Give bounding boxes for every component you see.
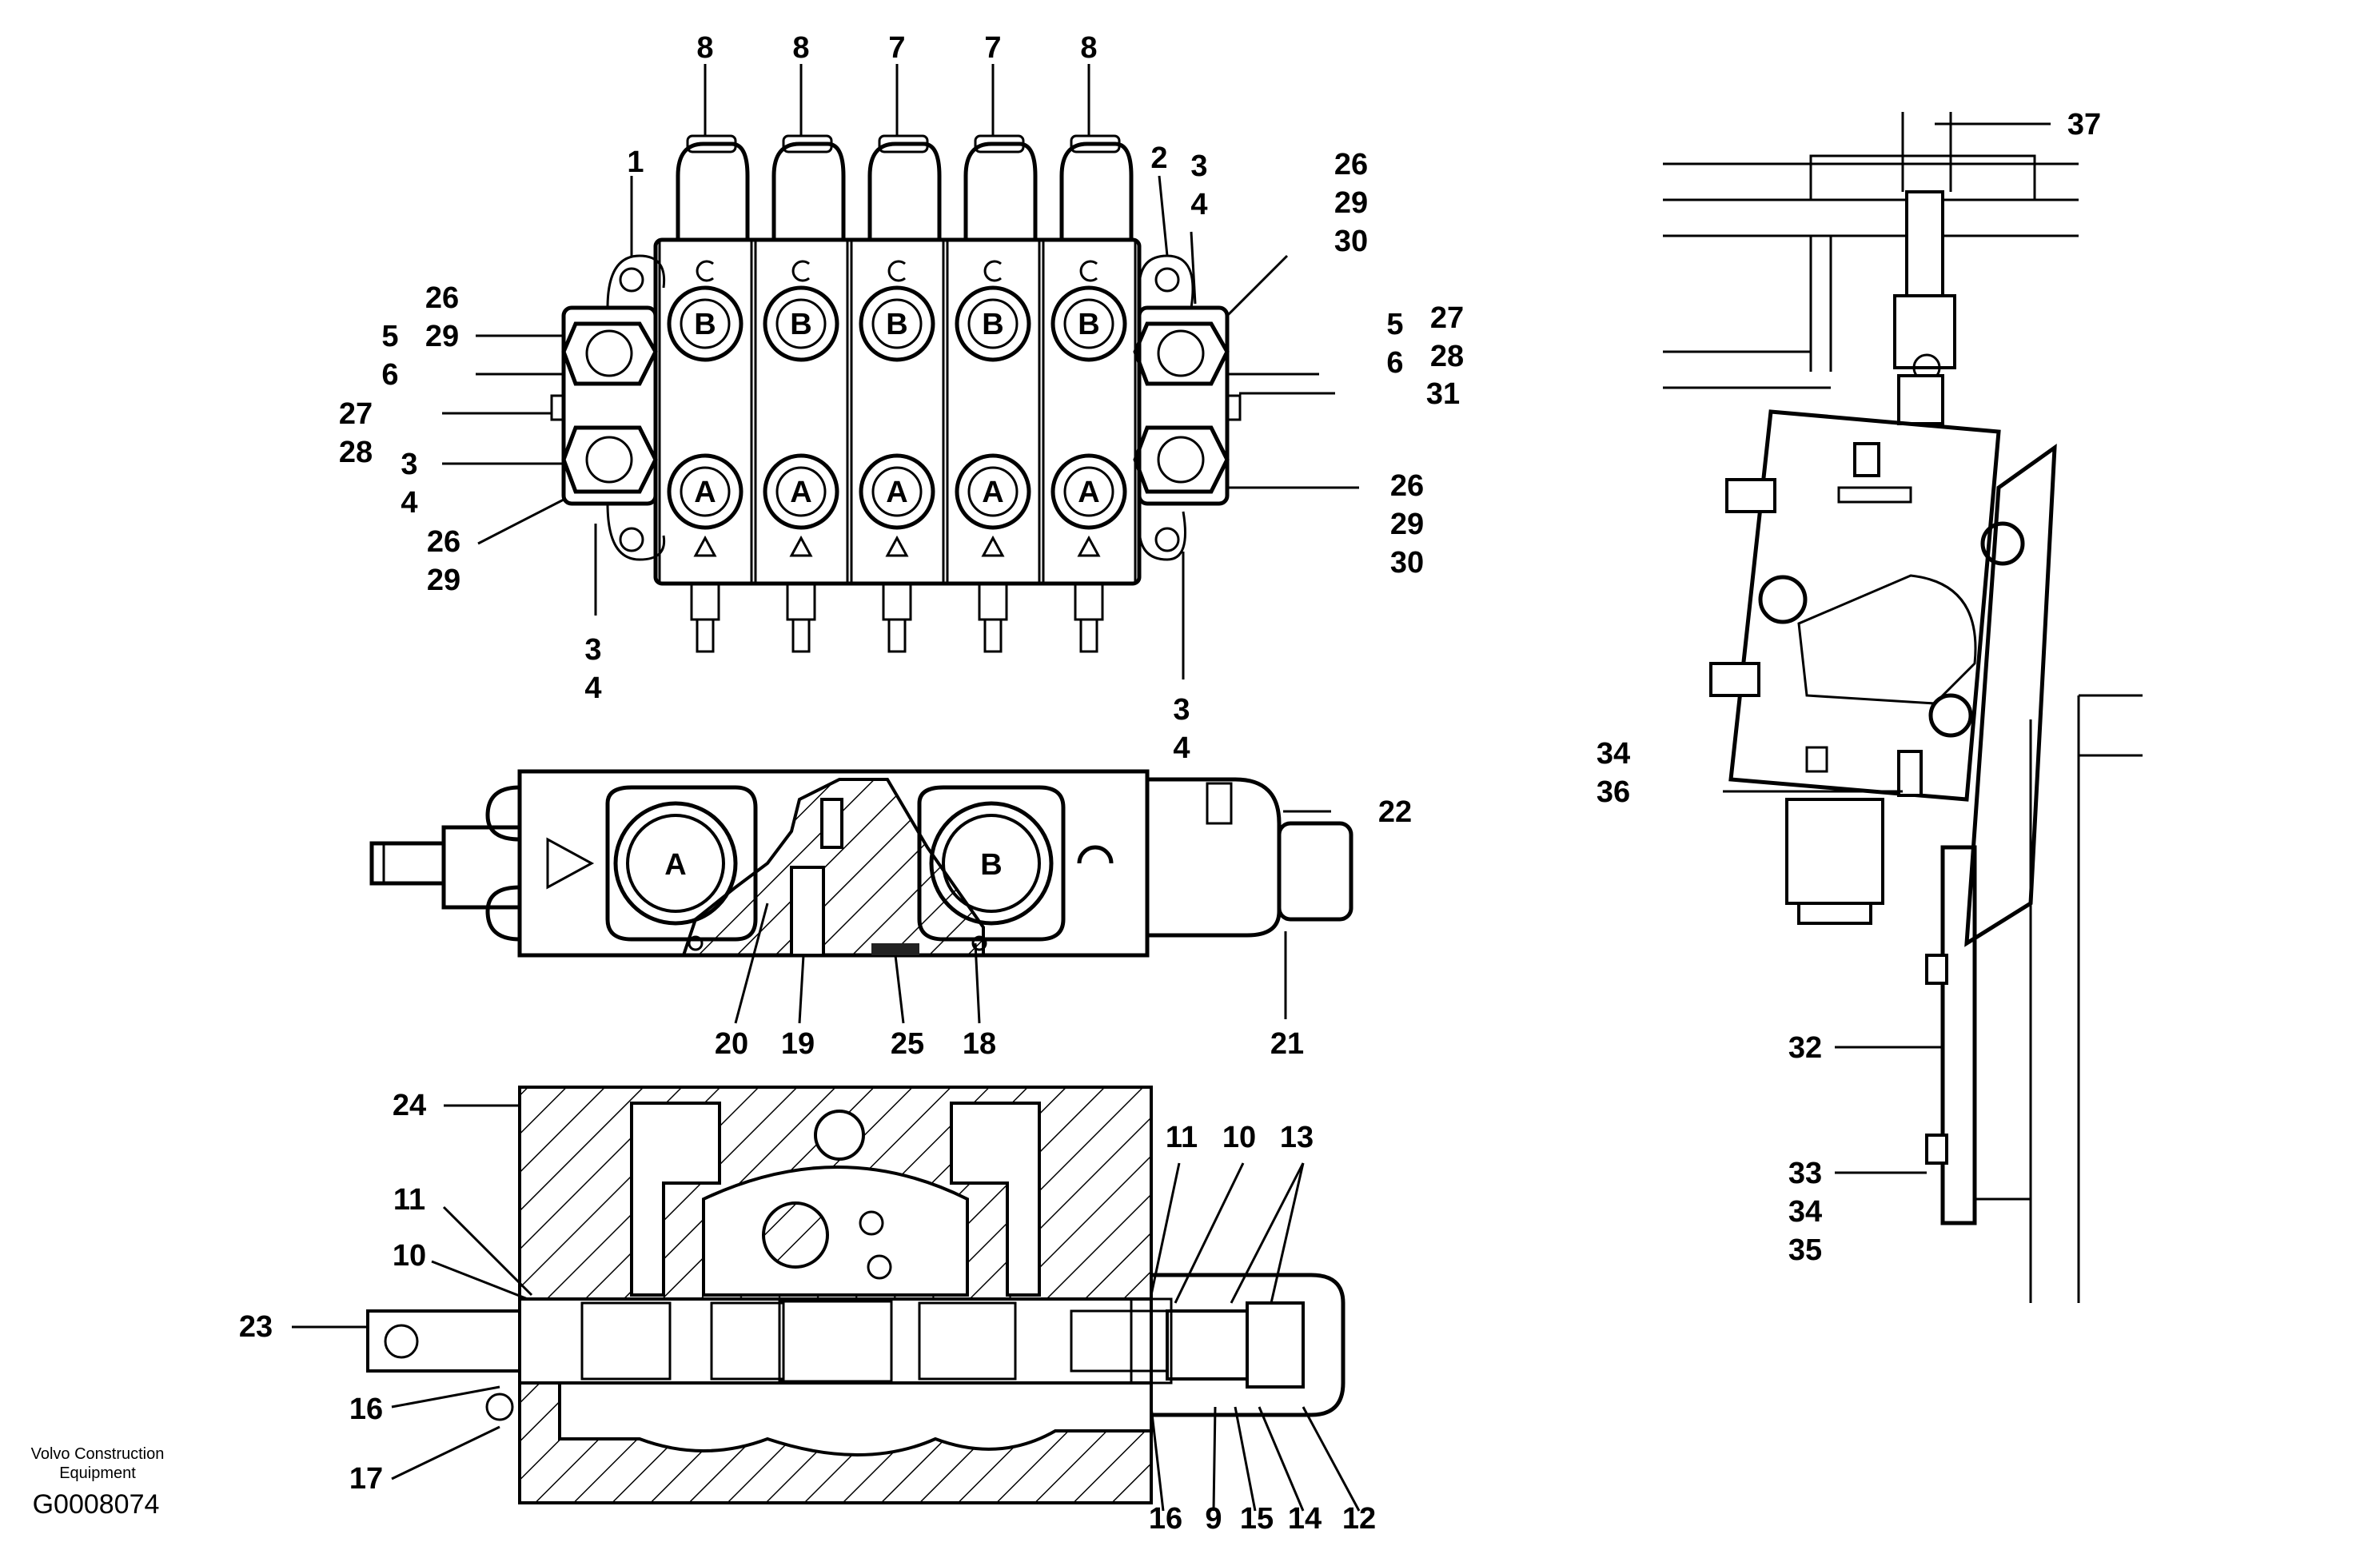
valve-top-view: B B B B B A A A A A — [339, 31, 1464, 765]
callout-16: 16 — [349, 1393, 383, 1426]
valve-installation-view: 37 34 36 32 33 34 35 — [1597, 108, 2143, 1303]
callout-5: 5 — [1386, 308, 1403, 341]
callout-12: 12 — [1342, 1502, 1376, 1536]
callout-23: 23 — [239, 1310, 273, 1344]
callout-27: 27 — [1430, 301, 1464, 335]
callout-3: 3 — [1173, 693, 1190, 727]
callout-14: 14 — [1288, 1502, 1322, 1536]
callout-11: 11 — [393, 1183, 425, 1217]
port-b-label: B — [790, 308, 811, 341]
valve-section-view: 24 11 10 13 11 10 23 16 17 16 9 15 14 12 — [239, 1086, 1376, 1536]
callout-29: 29 — [425, 320, 459, 353]
port-a-label: A — [790, 476, 811, 509]
callout-6: 6 — [381, 358, 398, 392]
port-a-label: A — [886, 476, 907, 509]
port-b-label: B — [980, 848, 1002, 882]
callout-28: 28 — [1430, 340, 1464, 373]
callout-15: 15 — [1240, 1502, 1274, 1536]
callout-34: 34 — [1788, 1195, 1822, 1229]
callout-25: 25 — [891, 1027, 924, 1061]
top-view-callouts: 8 8 7 7 8 1 2 3 4 26 29 30 26 29 5 6 5 2… — [339, 31, 1464, 765]
callout-35: 35 — [1788, 1233, 1822, 1267]
callout-37: 37 — [2067, 108, 2101, 141]
port-a-label: A — [694, 476, 716, 509]
callout-10: 10 — [1222, 1121, 1256, 1154]
callout-31: 31 — [1426, 377, 1460, 411]
callout-9: 9 — [1205, 1502, 1222, 1536]
callout-17: 17 — [349, 1462, 383, 1496]
callout-4: 4 — [1173, 731, 1190, 765]
callout-3: 3 — [1190, 149, 1207, 183]
port-a-label: A — [982, 476, 1003, 509]
valve-section-2 — [754, 134, 849, 653]
callout-4: 4 — [1190, 188, 1207, 221]
callout-2: 2 — [1150, 141, 1167, 175]
callout-6: 6 — [1386, 346, 1403, 380]
callout-30: 30 — [1334, 225, 1368, 258]
callout-29: 29 — [1390, 508, 1424, 541]
port-b-label: B — [886, 308, 907, 341]
port-b-label: B — [694, 308, 716, 341]
valve-section-3 — [850, 134, 945, 653]
callout-32: 32 — [1788, 1031, 1822, 1065]
callout-8: 8 — [1080, 31, 1097, 65]
callout-26: 26 — [1334, 148, 1368, 181]
callout-24: 24 — [393, 1089, 426, 1122]
callout-3: 3 — [584, 633, 601, 667]
callout-29: 29 — [427, 564, 460, 597]
callout-19: 19 — [781, 1027, 815, 1061]
port-b-label: B — [1078, 308, 1099, 341]
valve-side-view: A B 22 20 19 25 18 21 — [369, 769, 1412, 1061]
callout-7: 7 — [888, 31, 905, 65]
callout-21: 21 — [1270, 1027, 1304, 1061]
callout-26: 26 — [427, 525, 460, 559]
company-name-line1: Volvo Construction — [31, 1445, 165, 1463]
port-a-label: A — [664, 848, 686, 882]
callout-26: 26 — [425, 281, 459, 315]
valve-section-4 — [946, 134, 1041, 653]
callout-11: 11 — [1166, 1121, 1198, 1154]
figure-id: G0008074 — [33, 1489, 160, 1520]
callout-22: 22 — [1378, 795, 1412, 829]
figure-credit: Volvo Construction Equipment G0008074 — [31, 1445, 165, 1520]
callout-1: 1 — [627, 145, 644, 179]
callout-8: 8 — [792, 31, 809, 65]
callout-27: 27 — [339, 397, 373, 431]
callout-10: 10 — [393, 1239, 426, 1273]
callout-4: 4 — [401, 486, 417, 520]
port-b-label: B — [982, 308, 1003, 341]
port-a-label: A — [1078, 476, 1099, 509]
valve-section-1 — [658, 134, 753, 653]
callout-29: 29 — [1334, 186, 1368, 220]
company-name-line2: Equipment — [59, 1464, 136, 1482]
callout-36: 36 — [1597, 775, 1630, 809]
callout-33: 33 — [1788, 1157, 1822, 1190]
callout-18: 18 — [963, 1027, 996, 1061]
callout-3: 3 — [401, 448, 417, 481]
callout-8: 8 — [696, 31, 713, 65]
callout-4: 4 — [584, 671, 601, 705]
callout-13: 13 — [1280, 1121, 1314, 1154]
callout-26: 26 — [1390, 469, 1424, 503]
callout-7: 7 — [984, 31, 1001, 65]
callout-30: 30 — [1390, 546, 1424, 580]
callout-28: 28 — [339, 436, 373, 469]
callout-20: 20 — [715, 1027, 748, 1061]
callout-34: 34 — [1597, 737, 1630, 771]
callout-16: 16 — [1149, 1502, 1182, 1536]
callout-5: 5 — [381, 320, 398, 353]
valve-section-5 — [1042, 134, 1137, 653]
